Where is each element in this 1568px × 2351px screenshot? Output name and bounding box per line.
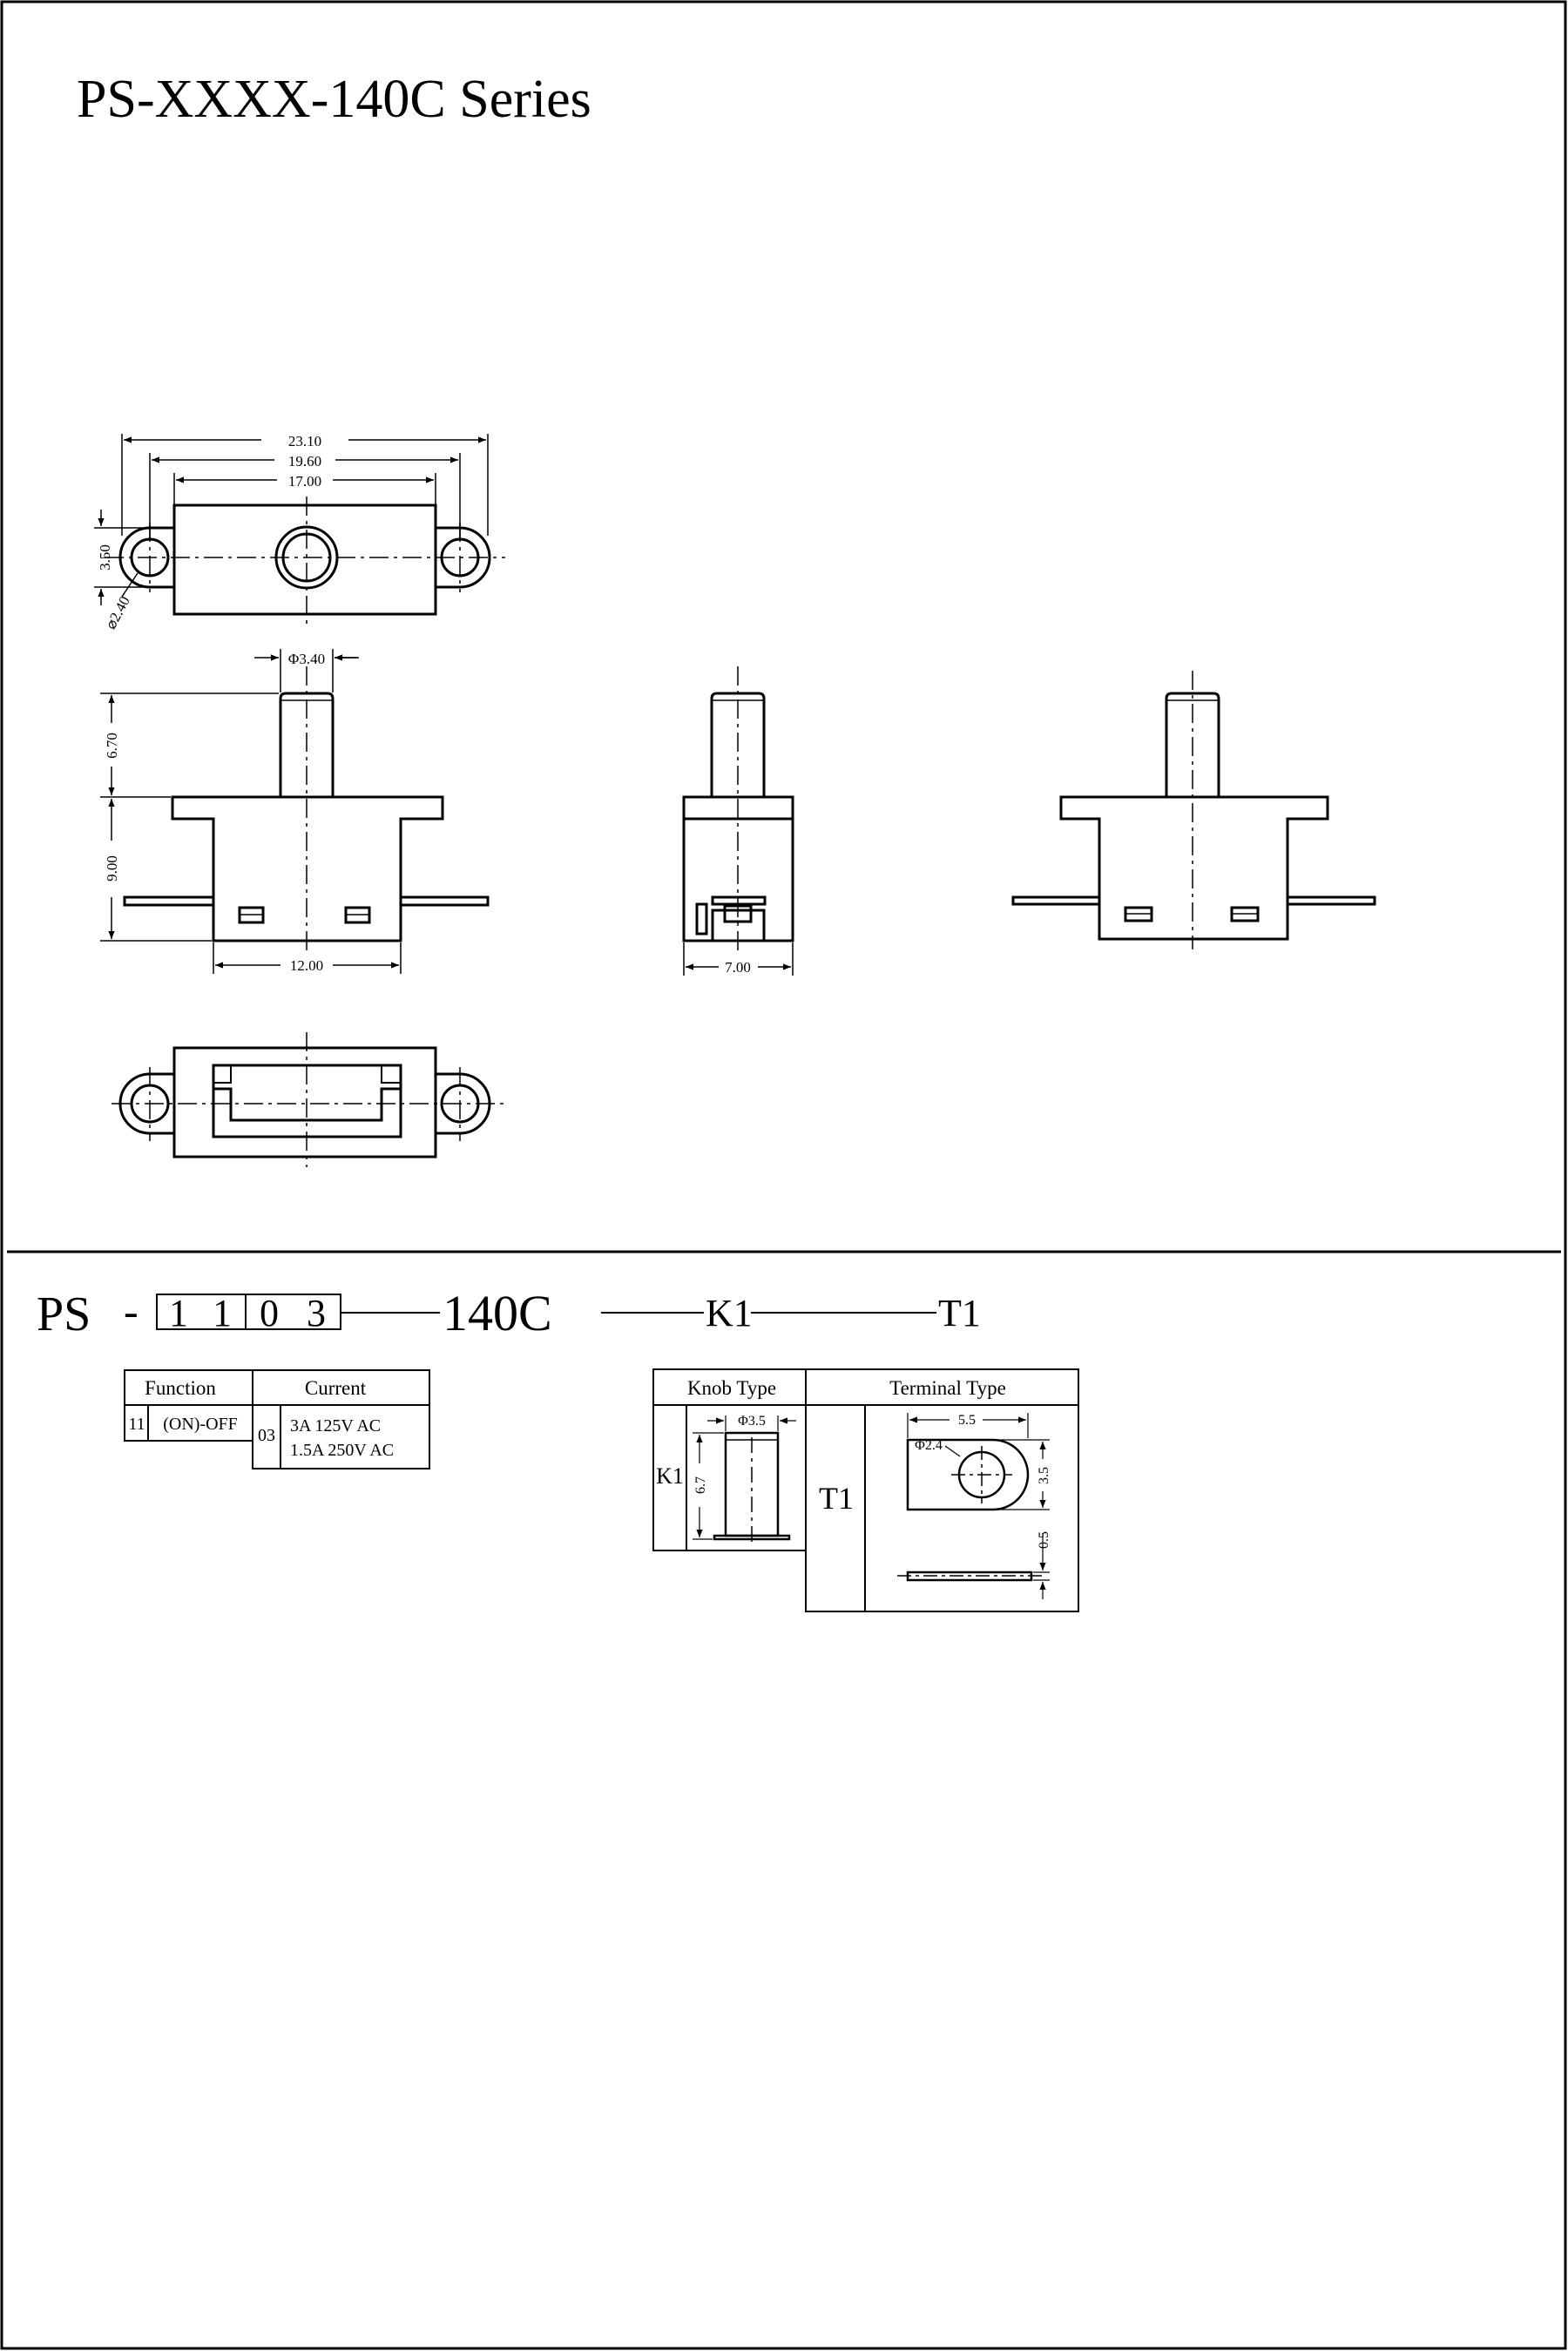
terminal-detail-centerlines [897,1446,1042,1577]
table-header-current: Current [305,1377,367,1399]
pn-prefix: PS [37,1287,91,1341]
pn-digit-1: 1 [169,1292,188,1334]
terminal-dim-thickness: 0.5 [1037,1531,1051,1549]
dim-side-width: 7.00 [725,959,751,976]
dim-overall-length: 23.10 [288,433,321,449]
table-header-terminal-type: Terminal Type [889,1377,1006,1399]
knob-detail-dimensions [693,1415,796,1540]
rear-view-drawing [1011,692,1376,941]
function-code: 11 [128,1415,145,1434]
front-view-dimensions [100,649,402,974]
dim-body-length: 17.00 [288,473,321,490]
pn-digit-4: 3 [307,1292,326,1334]
knob-type-code: K1 [656,1463,684,1489]
dim-hole-diameter: ⌀2.40 [102,593,133,632]
terminal-dim-height: 3.5 [1037,1467,1051,1484]
function-value: (ON)-OFF [163,1415,238,1434]
current-rating-2: 1.5A 250V AC [290,1441,394,1460]
pn-digit-3: 0 [260,1292,279,1334]
pn-knob-code: K1 [706,1292,753,1334]
dim-ear-height: 3.50 [97,544,113,571]
bottom-view-drawing [118,1046,491,1159]
terminal-detail-dimensions [907,1413,1050,1599]
dim-knob-height: 6.70 [104,733,120,759]
knob-terminal-table [652,1368,1079,1612]
top-view-dimensions [94,434,489,605]
dim-knob-diameter: Φ3.40 [288,651,325,667]
terminal-dim-length: 5.5 [958,1413,976,1428]
knob-dim-height: 6.7 [693,1476,708,1494]
dim-body-height: 9.00 [104,855,120,882]
top-view-centerlines [105,497,505,625]
dim-body-width: 12.00 [290,957,323,974]
pn-series: 140C [443,1285,552,1341]
pn-terminal-code: T1 [938,1292,981,1334]
side-view-dimensions [683,942,794,976]
terminal-dim-hole: Φ2.4 [915,1438,943,1453]
pn-digit-2: 1 [213,1292,232,1334]
current-code: 03 [258,1426,275,1445]
function-current-table [124,1369,430,1469]
bottom-view-centerlines [112,1032,505,1167]
terminal-type-code: T1 [819,1481,854,1516]
current-rating-1: 3A 125V AC [290,1416,381,1436]
dim-hole-pitch: 19.60 [288,453,321,470]
page-title: PS-XXXX-140C Series [77,70,591,129]
top-view-drawing [118,503,491,616]
knob-dim-diameter: Φ3.5 [738,1414,766,1429]
table-header-function: Function [145,1377,216,1399]
pn-dash: - [124,1287,139,1335]
table-header-knob-type: Knob Type [687,1377,776,1399]
